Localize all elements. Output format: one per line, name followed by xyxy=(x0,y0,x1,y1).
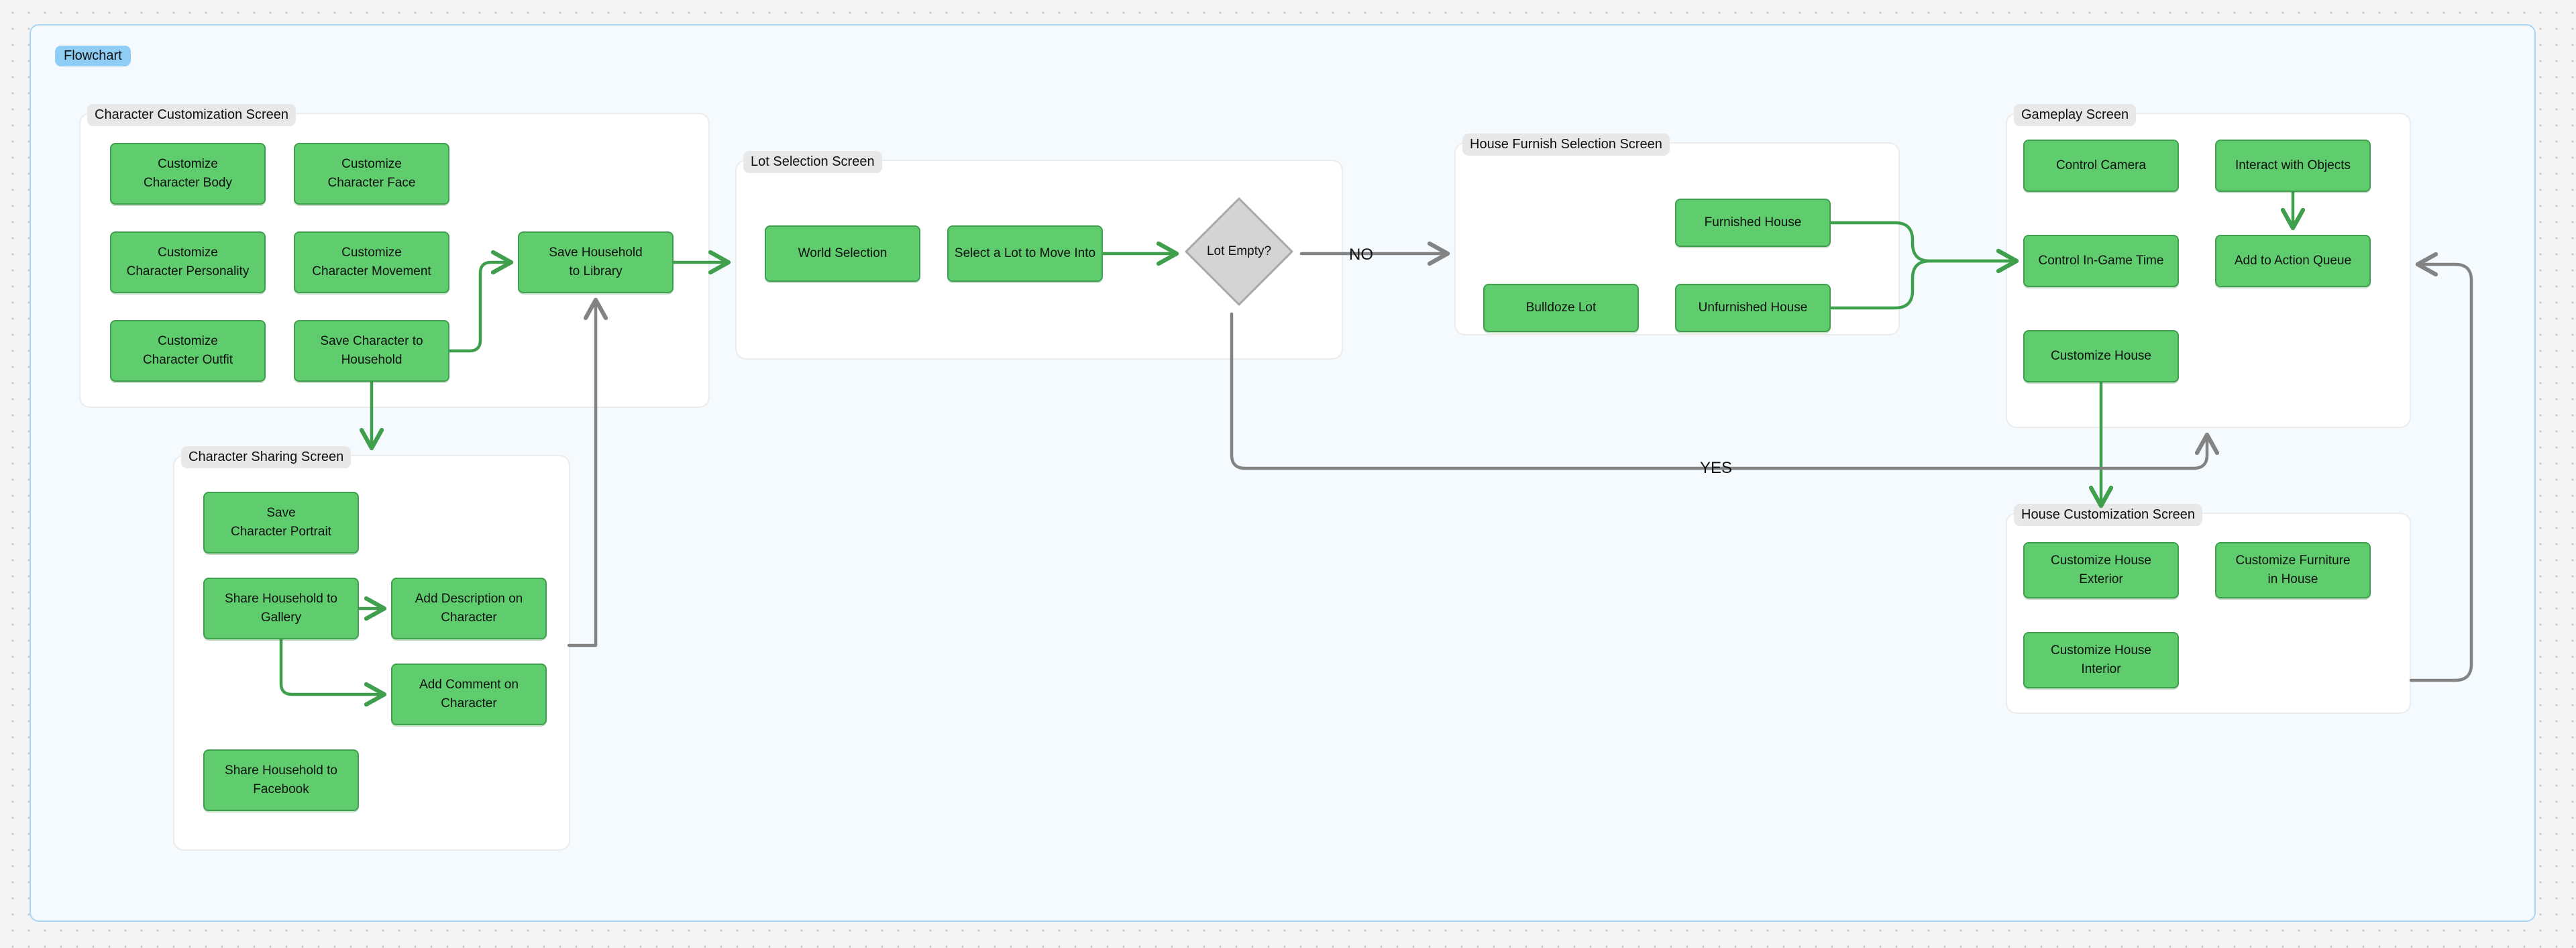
node-interact-with-objects[interactable]: Interact with Objects xyxy=(2215,140,2371,192)
flowchart-tab-label[interactable]: Flowchart xyxy=(55,46,131,66)
node-customize-house[interactable]: Customize House xyxy=(2023,330,2179,382)
group-label-gameplay: Gameplay Screen xyxy=(2014,104,2137,126)
node-customize-character-outfit[interactable]: Customize Character Outfit xyxy=(110,320,266,382)
node-control-in-game-time[interactable]: Control In-Game Time xyxy=(2023,235,2179,287)
node-customize-character-movement[interactable]: Customize Character Movement xyxy=(294,231,449,293)
edge-label-no: NO xyxy=(1349,246,1373,264)
node-furnished-house[interactable]: Furnished House xyxy=(1675,199,1831,247)
node-share-household-to-gallery[interactable]: Share Household to Gallery xyxy=(203,578,359,639)
group-label-house-furnish-selection: House Furnish Selection Screen xyxy=(1462,134,1670,156)
node-save-character-to-household[interactable]: Save Character to Household xyxy=(294,320,449,382)
node-customize-character-body[interactable]: Customize Character Body xyxy=(110,143,266,205)
node-save-character-portrait[interactable]: Save Character Portrait xyxy=(203,492,359,554)
group-label-lot-selection: Lot Selection Screen xyxy=(743,151,882,173)
node-customize-character-face[interactable]: Customize Character Face xyxy=(294,143,449,205)
diamond-shape xyxy=(1185,197,1293,306)
group-label-house-customization: House Customization Screen xyxy=(2014,504,2203,526)
node-control-camera[interactable]: Control Camera xyxy=(2023,140,2179,192)
edge-label-yes: YES xyxy=(1699,459,1733,477)
decision-label: Lot Empty? xyxy=(1206,244,1272,258)
group-label-character-sharing: Character Sharing Screen xyxy=(181,446,352,468)
node-customize-house-exterior[interactable]: Customize House Exterior xyxy=(2023,542,2179,598)
node-bulldoze-lot[interactable]: Bulldoze Lot xyxy=(1483,284,1639,332)
node-share-household-to-facebook[interactable]: Share Household to Facebook xyxy=(203,749,359,811)
node-add-comment-on-character[interactable]: Add Comment on Character xyxy=(391,664,547,725)
decision-lot-empty[interactable]: Lot Empty? xyxy=(1183,196,1295,307)
node-customize-house-interior[interactable]: Customize House Interior xyxy=(2023,632,2179,688)
node-customize-character-personality[interactable]: Customize Character Personality xyxy=(110,231,266,293)
group-label-character-customization: Character Customization Screen xyxy=(87,104,297,126)
node-world-selection[interactable]: World Selection xyxy=(765,225,920,282)
node-add-description-on-character[interactable]: Add Description on Character xyxy=(391,578,547,639)
node-save-household-to-library[interactable]: Save Household to Library xyxy=(518,231,674,293)
node-customize-furniture-in-house[interactable]: Customize Furniture in House xyxy=(2215,542,2371,598)
node-unfurnished-house[interactable]: Unfurnished House xyxy=(1675,284,1831,332)
node-add-to-action-queue[interactable]: Add to Action Queue xyxy=(2215,235,2371,287)
node-select-a-lot-to-move-into[interactable]: Select a Lot to Move Into xyxy=(947,225,1103,282)
